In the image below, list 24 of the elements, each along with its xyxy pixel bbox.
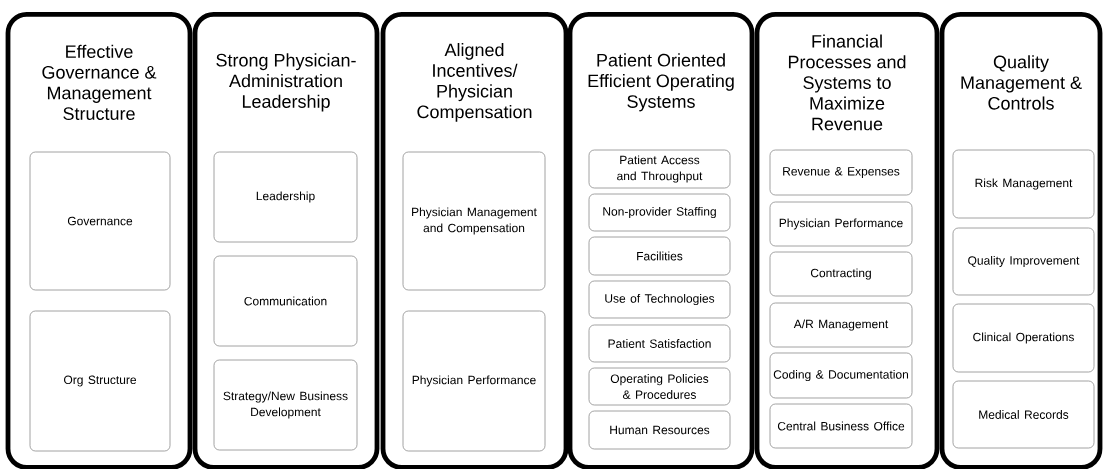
category-box: Patient Access and Throughput bbox=[588, 149, 731, 189]
category-box: A/R Management bbox=[769, 302, 913, 348]
category-box: Physician Management and Compensation bbox=[402, 151, 546, 291]
category-box: Revenue & Expenses bbox=[769, 149, 913, 196]
category-box: Non-provider Staffing bbox=[588, 193, 731, 232]
category-box: Clinical Operations bbox=[952, 303, 1095, 373]
category-box: Contracting bbox=[769, 251, 913, 297]
category-box: Physician Performance bbox=[402, 310, 546, 452]
category-box: Operating Policies & Procedures bbox=[588, 367, 731, 406]
category-box: Human Resources bbox=[588, 410, 731, 450]
category-box: Medical Records bbox=[952, 380, 1095, 449]
category-box: Use of Technologies bbox=[588, 280, 731, 319]
category-box: Risk Management bbox=[952, 149, 1095, 219]
category-box: Physician Performance bbox=[769, 201, 913, 247]
category-box: Quality Improvement bbox=[952, 227, 1095, 296]
category-box: Coding & Documentation bbox=[769, 352, 913, 399]
category-box: Central Business Office bbox=[769, 403, 913, 449]
category-box: Patient Satisfaction bbox=[588, 324, 731, 363]
category-box: Org Structure bbox=[29, 310, 171, 452]
category-box: Strategy/New Business Development bbox=[213, 359, 358, 451]
category-box: Governance bbox=[29, 151, 171, 291]
category-box: Leadership bbox=[213, 151, 358, 243]
category-box: Communication bbox=[213, 255, 358, 347]
category-box: Facilities bbox=[588, 236, 731, 276]
